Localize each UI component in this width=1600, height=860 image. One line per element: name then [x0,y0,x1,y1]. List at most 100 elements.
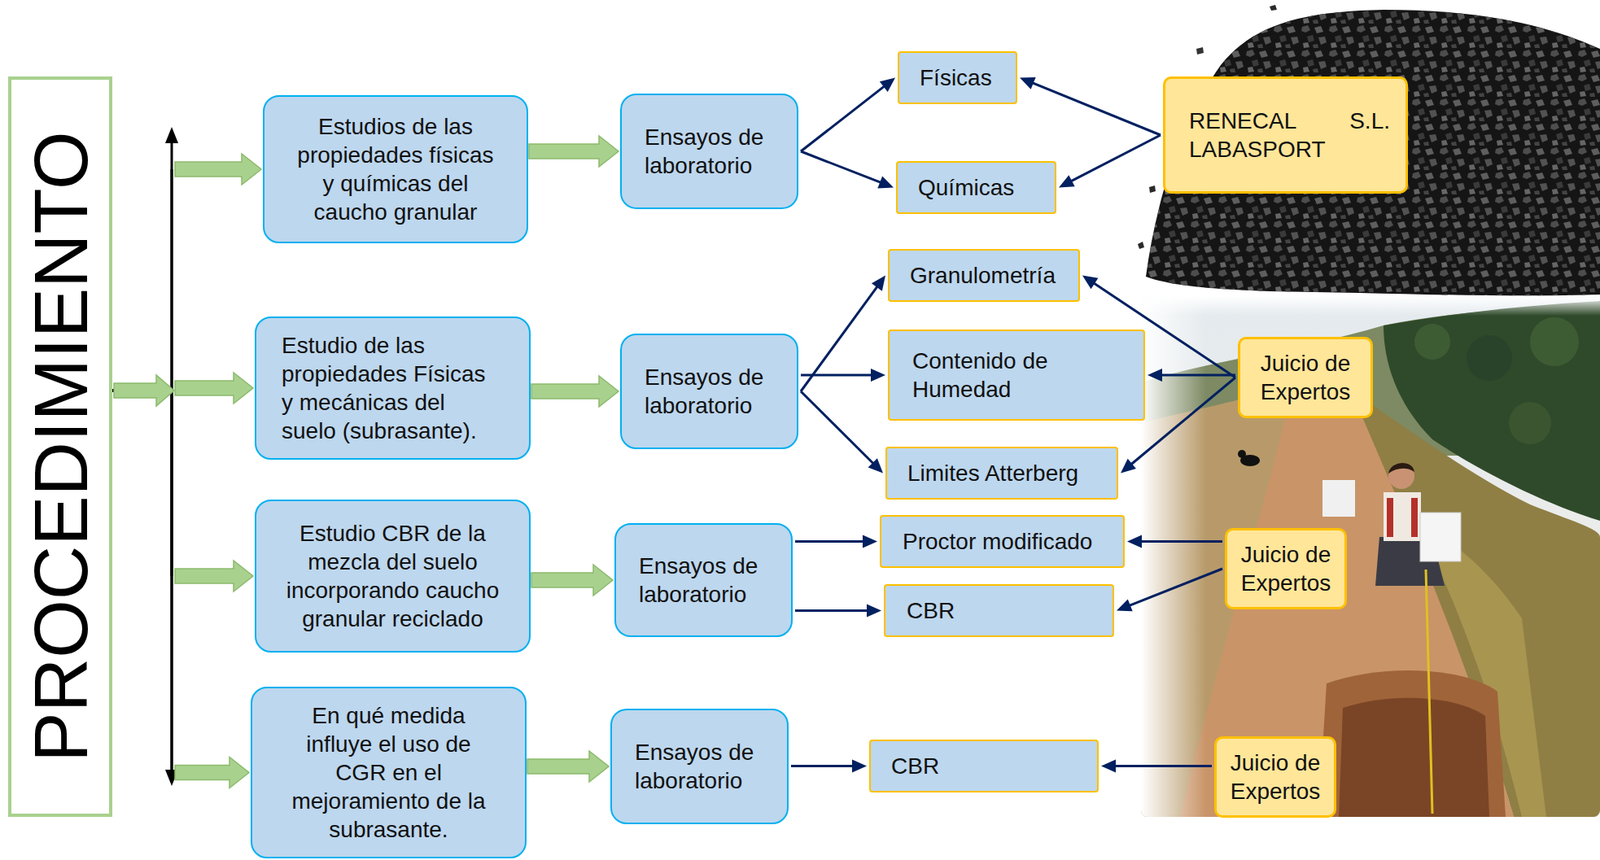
connector [795,604,882,618]
measuring-tape [1425,569,1433,814]
granule [1137,241,1145,250]
granule [1269,4,1277,11]
person-vest [1383,492,1421,542]
connector [1147,368,1236,382]
arrow-line [795,609,869,613]
arrow-line [1070,135,1161,182]
connector [112,153,262,391]
process-box: Estudio de las propiedades Físicas y mec… [254,316,531,460]
box-label: Ensayos de laboratorio [634,738,766,796]
connector [1019,77,1161,136]
vertical-title: PROCEDIMIENTO [22,131,98,762]
tree [1414,323,1451,360]
sign [1420,512,1461,562]
connector [800,275,886,393]
granule [1149,185,1156,193]
result-box: Contenido de Humedad [887,329,1146,421]
arrowhead [866,604,882,618]
box-label: Estudio de las propiedades Físicas y mec… [281,331,492,446]
arrowhead [165,126,179,144]
process-box: Ensayos de laboratorio [610,708,789,825]
arrowhead [877,176,894,189]
arrow-line [800,374,873,377]
arrow-line [1128,568,1223,607]
process-box: Estudios de las propiedades físicas y qu… [262,95,529,244]
green-block-arrow [113,375,175,407]
granule-pile [1145,9,1600,296]
arrowhead [871,275,886,292]
connector [528,135,619,167]
result-box: CBR [883,584,1115,638]
granule [1196,47,1204,55]
arrow-line [1160,374,1236,377]
box-label: Granulometría [909,261,1056,290]
box-label: Juicio de Expertos [1237,540,1335,598]
arrowhead [852,760,867,774]
arrowhead [1116,598,1133,612]
source-box: RENECAL S.L. LABASPORT [1162,76,1408,194]
arrowhead [1127,535,1142,549]
arrow-line [800,285,879,392]
trench [1318,670,1506,818]
connector [531,375,619,407]
arrow-line [1114,765,1212,768]
box-label: Proctor modificado [902,527,1093,556]
tree [1530,317,1579,367]
arrowhead [879,78,896,92]
photo-fade [1140,296,1600,316]
box-label: Ensayos de laboratorio [644,362,775,420]
result-box: Químicas [896,161,1057,215]
connector [112,390,250,789]
box-label: Juicio de Expertos [1256,349,1355,407]
box-label: Estudios de las propiedades físicas y qu… [293,112,498,227]
granule-texture [1145,9,1600,296]
dog-head [1237,450,1246,459]
person-hair [1388,463,1415,474]
vest-stripe [1411,498,1418,538]
result-box: Proctor modificado [879,515,1125,569]
connector [800,391,884,474]
trunk-line [112,390,172,774]
arrow-line [1140,540,1223,543]
arrowhead [868,458,884,473]
vest-stripe [1386,498,1394,538]
green-block-arrow [174,372,254,404]
box-label: Juicio de Expertos [1226,748,1325,806]
connector [527,751,609,783]
source-box: Juicio de Expertos [1224,528,1347,610]
process-box: Estudio CBR de la mezcla del suelo incor… [254,499,531,653]
box-label: Físicas [919,63,993,92]
green-block-arrow [531,564,613,596]
arrowhead [1058,174,1076,188]
subgrade-site-photo [1140,296,1600,818]
green-block-arrow [528,135,619,167]
trench-inside [1338,698,1490,818]
arrowhead [1082,275,1098,290]
arrow-line [800,151,882,184]
arrowhead [1101,760,1116,774]
trunk-line [112,169,172,391]
arrowhead [1019,77,1037,90]
box-label: Estudio CBR de la mezcla del suelo incor… [284,519,503,634]
tree [1508,402,1552,445]
process-box: Ensayos de laboratorio [620,93,799,210]
green-block-arrow [531,375,619,407]
result-box: Limites Atterberg [885,446,1119,500]
box-label: Químicas [918,173,1015,202]
arrow-line [791,765,854,768]
connector [112,390,254,592]
arrowhead [870,368,886,382]
box-label: RENECAL S.L. LABASPORT [1189,106,1391,164]
box-label: Ensayos de laboratorio [644,122,775,180]
arrow-line [795,540,865,543]
green-block-arrow [174,560,254,592]
connector [800,368,886,382]
person-head [1388,463,1415,490]
result-box: CBR [869,739,1099,793]
process-box: Ensayos de laboratorio [620,333,799,450]
sample-bag [1322,480,1356,517]
sky [1140,296,1600,818]
connector [531,564,613,596]
arrowhead [1147,368,1163,382]
box-label: Limites Atterberg [907,459,1079,488]
